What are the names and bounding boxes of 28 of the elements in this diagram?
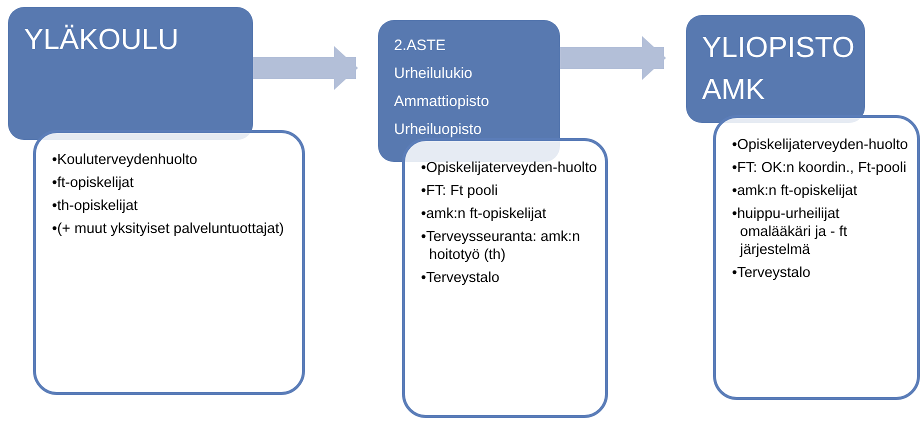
list-card [713, 115, 920, 400]
list-item: •FT: OK:n koordin., Ft-pooli [732, 159, 908, 177]
stage-title: AMK [702, 73, 766, 108]
list-item: •Opiskelijaterveyden-huolto [421, 159, 597, 177]
stage-title: YLIOPISTO [702, 31, 856, 66]
list-item: •Terveystalo [732, 264, 812, 282]
list-item: •Kouluterveydenhuolto [52, 151, 198, 169]
block-arrow [253, 46, 358, 90]
list-item: •ft-opiskelijat [52, 174, 135, 192]
stage-box [8, 7, 253, 140]
list-item: •Terveysseuranta: amk:n hoitotyö (th) [421, 228, 582, 264]
list-item: •(+ muut yksityiset palveluntuottajat) [52, 220, 285, 238]
stage-title: 2.ASTE [394, 36, 447, 56]
stage-title: Ammattiopisto [394, 92, 490, 112]
list-card [33, 130, 305, 395]
stage-title: Urheiluopisto [394, 120, 483, 140]
block-arrow [560, 36, 666, 80]
list-item: •FT: Ft pooli [421, 182, 499, 200]
list-item: •Terveystalo [421, 269, 500, 287]
list-item: •amk:n ft-opiskelijat [421, 205, 548, 223]
list-item: •Opiskelijaterveyden-huolto [732, 136, 909, 154]
stage-title: Urheilulukio [394, 64, 474, 84]
list-card [402, 138, 608, 418]
stage-title: YLÄKOULU [24, 23, 180, 58]
list-item: •th-opiskelijat [52, 197, 139, 215]
list-item: •huippu-urheilijat omalääkäri ja - ft järjestelmä [732, 205, 848, 259]
stage-box [686, 15, 865, 123]
list-item: •amk:n ft-opiskelijat [732, 182, 858, 200]
